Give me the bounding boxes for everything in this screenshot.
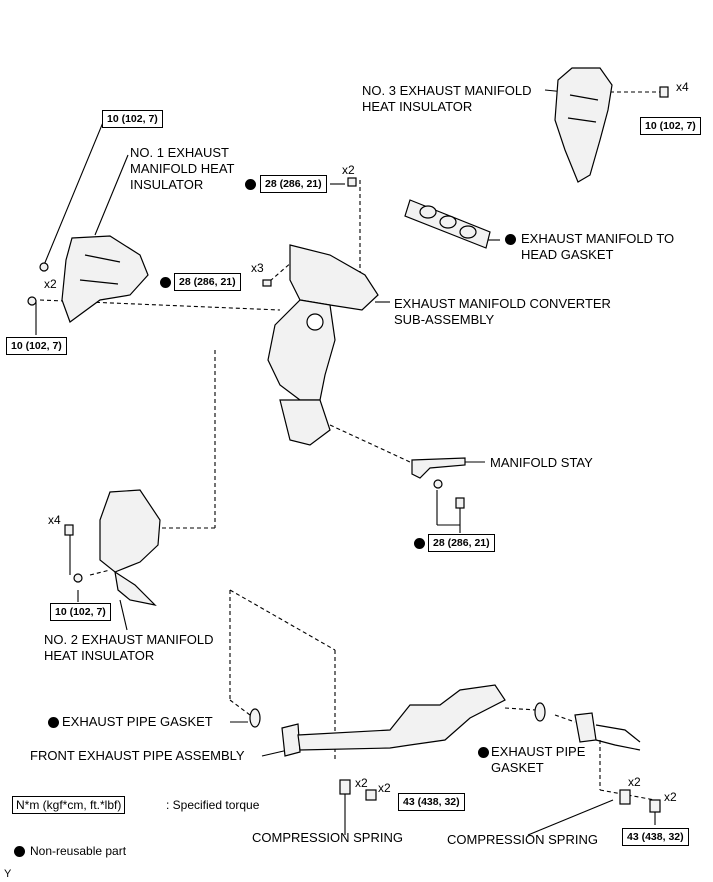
torque-top-bolt: 28 (286, 21) bbox=[260, 175, 327, 193]
qty-spring-right: x2 bbox=[628, 775, 641, 789]
head-gasket-line1: EXHAUST MANIFOLD TO bbox=[521, 231, 675, 246]
qty-studs: x3 bbox=[251, 261, 264, 275]
head-gasket-line2: HEAD GASKET bbox=[521, 247, 614, 262]
converter-shape bbox=[262, 177, 379, 446]
nonreusable-marker-3 bbox=[160, 277, 171, 288]
torque-studs: 28 (286, 21) bbox=[174, 273, 241, 291]
nonreusable-marker-2 bbox=[505, 234, 516, 245]
spring-right-label: COMPRESSION SPRING bbox=[447, 832, 598, 847]
no2-insulator-label: NO. 2 EXHAUST MANIFOLD HEAT INSULATOR bbox=[44, 632, 214, 664]
legend-torque-box: N*m (kgf*cm, ft.*lbf) bbox=[12, 796, 126, 814]
pipe-gasket-right-label: EXHAUST PIPE GASKET bbox=[491, 744, 585, 776]
front-pipe-shape bbox=[249, 684, 661, 813]
no3-insulator-shape bbox=[554, 67, 669, 183]
legend-dot bbox=[14, 846, 25, 857]
nonreusable-marker-4 bbox=[414, 538, 425, 549]
manifold-stay-label: MANIFOLD STAY bbox=[490, 455, 593, 470]
no2-insulator-line1: NO. 2 EXHAUST MANIFOLD bbox=[44, 632, 214, 647]
no2-insulator-shape bbox=[64, 489, 161, 606]
no1-insulator-shape bbox=[27, 235, 149, 323]
qty-no1: x2 bbox=[44, 277, 57, 291]
no3-insulator-line1: NO. 3 EXHAUST MANIFOLD bbox=[362, 83, 532, 98]
no1-insulator-line3: INSULATOR bbox=[130, 177, 204, 192]
no3-insulator-label: NO. 3 EXHAUST MANIFOLD HEAT INSULATOR bbox=[362, 83, 532, 115]
qty-spring-left: x2 bbox=[355, 776, 368, 790]
front-pipe-label: FRONT EXHAUST PIPE ASSEMBLY bbox=[30, 748, 245, 763]
pipe-gasket-right-line1: EXHAUST PIPE bbox=[491, 744, 586, 759]
converter-line1: EXHAUST MANIFOLD CONVERTER bbox=[394, 296, 611, 311]
torque-no3: 10 (102, 7) bbox=[640, 117, 701, 135]
legend-torque-desc: : Specified torque bbox=[166, 798, 260, 812]
head-gasket-shape bbox=[404, 199, 491, 249]
manifold-stay-shape bbox=[411, 457, 466, 509]
torque-bolt-left: 43 (438, 32) bbox=[398, 793, 465, 811]
no1-insulator-line1: NO. 1 EXHAUST bbox=[130, 145, 229, 160]
pipe-gasket-left-label: EXHAUST PIPE GASKET bbox=[62, 714, 213, 729]
nonreusable-marker-5 bbox=[48, 717, 59, 728]
qty-top-bolt: x2 bbox=[342, 163, 355, 177]
torque-stay: 28 (286, 21) bbox=[428, 534, 495, 552]
no2-insulator-line2: HEAT INSULATOR bbox=[44, 648, 155, 663]
torque-no1-top: 10 (102, 7) bbox=[102, 110, 163, 128]
no1-insulator-line2: MANIFOLD HEAT bbox=[130, 161, 235, 176]
head-gasket-label: EXHAUST MANIFOLD TO HEAD GASKET bbox=[521, 231, 674, 263]
torque-no1-bottom: 10 (102, 7) bbox=[6, 337, 67, 355]
qty-no3: x4 bbox=[676, 80, 689, 94]
qty-bolt-left: x2 bbox=[378, 781, 391, 795]
no1-insulator-label: NO. 1 EXHAUST MANIFOLD HEAT INSULATOR bbox=[130, 145, 235, 193]
nonreusable-marker-6 bbox=[478, 747, 489, 758]
torque-no2: 10 (102, 7) bbox=[50, 603, 111, 621]
pipe-gasket-right-line2: GASKET bbox=[491, 760, 544, 775]
corner-mark: Y bbox=[4, 868, 12, 880]
spring-left-label: COMPRESSION SPRING bbox=[252, 830, 403, 845]
legend-nonreusable: Non-reusable part bbox=[30, 844, 127, 858]
no3-insulator-line2: HEAT INSULATOR bbox=[362, 99, 473, 114]
qty-bolt-right: x2 bbox=[664, 790, 677, 804]
qty-no2: x4 bbox=[48, 513, 61, 527]
nonreusable-marker-1 bbox=[245, 179, 256, 190]
converter-line2: SUB-ASSEMBLY bbox=[394, 312, 495, 327]
converter-label: EXHAUST MANIFOLD CONVERTER SUB-ASSEMBLY bbox=[394, 296, 611, 328]
torque-bolt-right: 43 (438, 32) bbox=[622, 828, 689, 846]
